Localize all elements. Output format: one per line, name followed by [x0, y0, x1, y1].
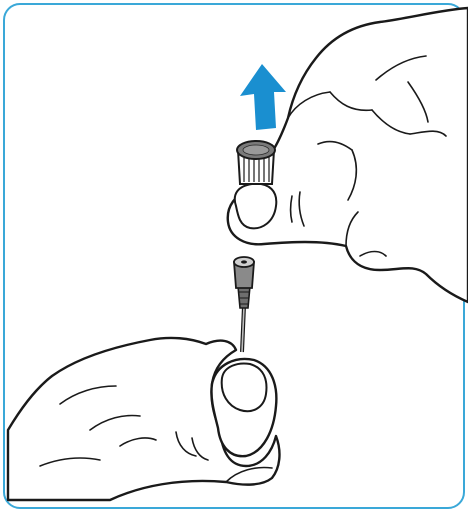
- up-arrow-icon: [240, 64, 286, 130]
- cable-connector: [234, 257, 254, 352]
- upper-thumb-nail: [235, 184, 277, 229]
- microphone-capsule: [237, 141, 275, 184]
